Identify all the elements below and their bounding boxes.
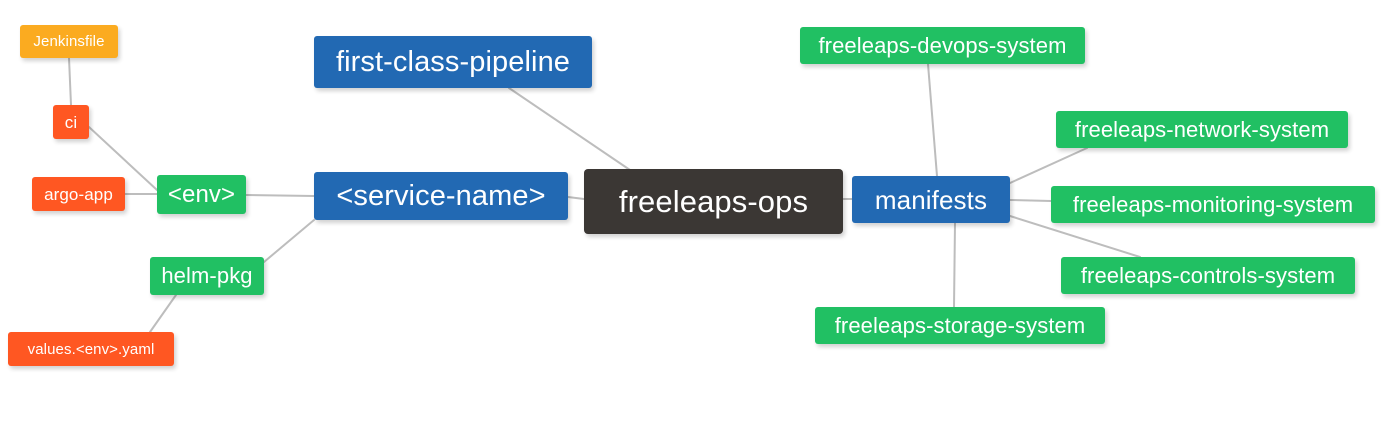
node-label: ci [64, 112, 78, 132]
node-freeleaps-monitoring-system[interactable]: freeleaps-monitoring-system [1051, 186, 1375, 223]
node-freeleaps-ops[interactable]: freeleaps-ops [584, 169, 843, 234]
node-label: Jenkinsfile [33, 33, 105, 50]
node-freeleaps-controls-system[interactable]: freeleaps-controls-system [1061, 257, 1355, 294]
node-label: freeleaps-network-system [1074, 116, 1330, 142]
node-label: <env> [167, 180, 236, 208]
edge-first-class-pipeline-to-freeleaps-ops [508, 87, 631, 171]
node-label: freeleaps-storage-system [834, 312, 1086, 338]
node-first-class-pipeline[interactable]: first-class-pipeline [314, 36, 592, 88]
edge-manifests-to-freeleaps-monitoring-system [1009, 199, 1052, 202]
edge-service-name-to-helm-pkg [263, 219, 315, 263]
node-freeleaps-devops-system[interactable]: freeleaps-devops-system [800, 27, 1085, 64]
node-freeleaps-network-system[interactable]: freeleaps-network-system [1056, 111, 1348, 148]
node-ci[interactable]: ci [53, 105, 89, 139]
node-label: values.<env>.yaml [27, 340, 155, 358]
node-service-name[interactable]: <service-name> [314, 172, 568, 220]
node-freeleaps-storage-system[interactable]: freeleaps-storage-system [815, 307, 1105, 344]
node-env[interactable]: <env> [157, 175, 246, 214]
node-label: freeleaps-ops [618, 184, 809, 219]
node-label: freeleaps-devops-system [818, 32, 1067, 58]
node-label: freeleaps-monitoring-system [1072, 191, 1354, 217]
edge-manifests-to-freeleaps-devops-system [927, 63, 938, 177]
node-label: freeleaps-controls-system [1080, 262, 1336, 288]
node-label: <service-name> [336, 179, 546, 212]
node-manifests[interactable]: manifests [852, 176, 1010, 223]
node-helm-pkg[interactable]: helm-pkg [150, 257, 264, 295]
node-label: argo-app [44, 184, 113, 204]
node-label: manifests [874, 184, 988, 215]
edge-service-name-to-freeleaps-ops [567, 196, 585, 200]
edge-env-to-service-name [245, 194, 315, 197]
node-label: first-class-pipeline [335, 45, 571, 78]
node-jenkinsfile[interactable]: Jenkinsfile [20, 25, 118, 58]
edge-jenkinsfile-to-ci [68, 57, 72, 106]
edge-manifests-to-freeleaps-network-system [1009, 147, 1088, 184]
node-label: helm-pkg [161, 263, 253, 288]
node-values-yaml[interactable]: values.<env>.yaml [8, 332, 174, 366]
node-argo-app[interactable]: argo-app [32, 177, 125, 211]
edge-helm-pkg-to-values-yaml [149, 294, 177, 333]
edge-manifests-to-freeleaps-storage-system [953, 222, 956, 308]
